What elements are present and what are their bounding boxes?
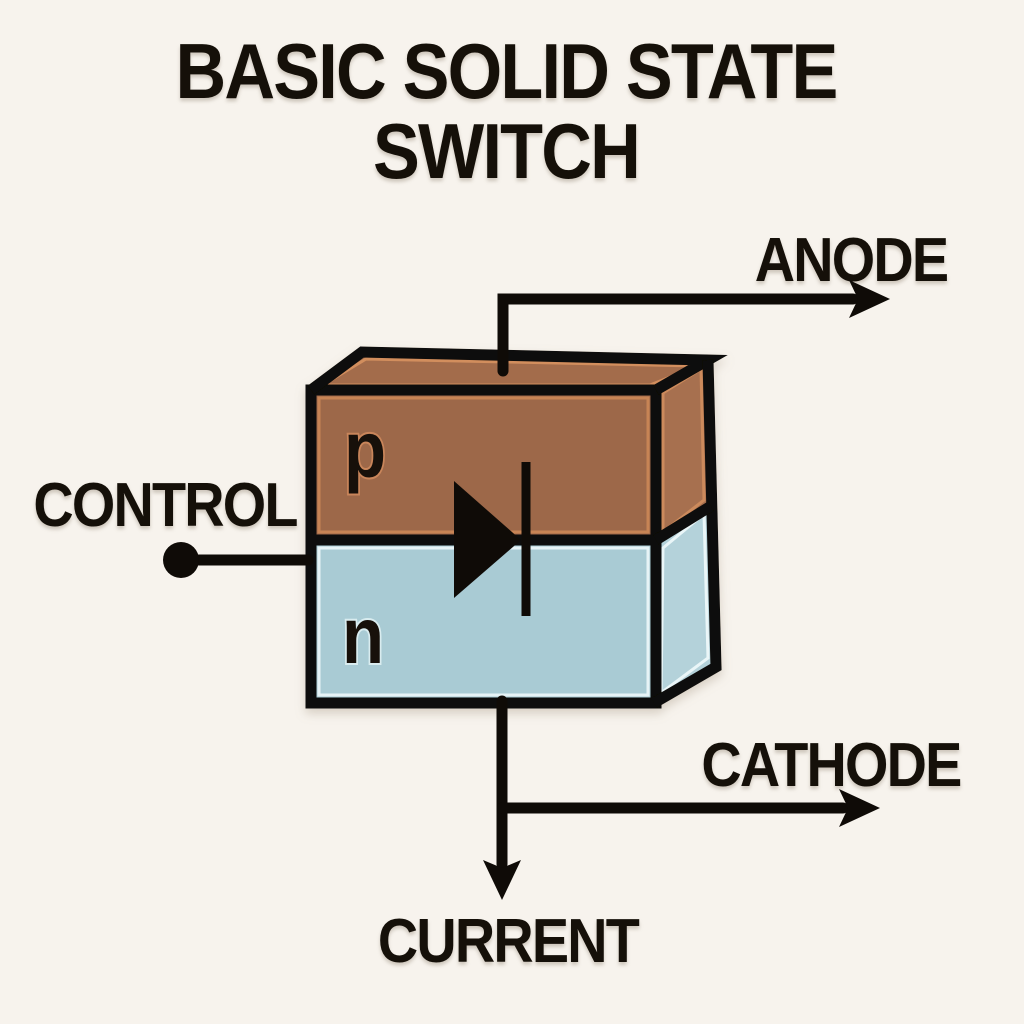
p-region-label: p bbox=[344, 405, 386, 494]
control-terminal-dot bbox=[163, 542, 199, 578]
terminal-wires bbox=[175, 293, 859, 870]
current-arrowhead bbox=[483, 860, 521, 900]
front-face-outline bbox=[305, 384, 662, 709]
side-junction-line bbox=[653, 501, 714, 545]
top-face-outline bbox=[307, 346, 728, 395]
anode-arrowhead bbox=[849, 280, 890, 318]
n-region-label: n bbox=[342, 591, 384, 680]
control-label: CONTROL bbox=[33, 471, 298, 540]
cathode-label: CATHODE bbox=[701, 731, 962, 800]
side-face-outline bbox=[651, 359, 722, 708]
semiconductor-box bbox=[305, 346, 728, 709]
diode-symbol bbox=[454, 462, 531, 616]
diagram-title: BASIC SOLID STATE SWITCH bbox=[0, 31, 1018, 191]
current-label: CURRENT bbox=[377, 907, 640, 976]
box-side-face-n bbox=[654, 506, 716, 703]
diode-triangle bbox=[454, 481, 521, 598]
cathode-arrowhead bbox=[839, 789, 880, 827]
anode-wire bbox=[497, 293, 859, 377]
diagram-title-line1: BASIC SOLID STATE bbox=[175, 27, 838, 115]
box-side-face-p bbox=[656, 360, 711, 540]
diagram-title-line2: SWITCH bbox=[372, 107, 641, 195]
anode-label: ANODE bbox=[754, 226, 949, 295]
